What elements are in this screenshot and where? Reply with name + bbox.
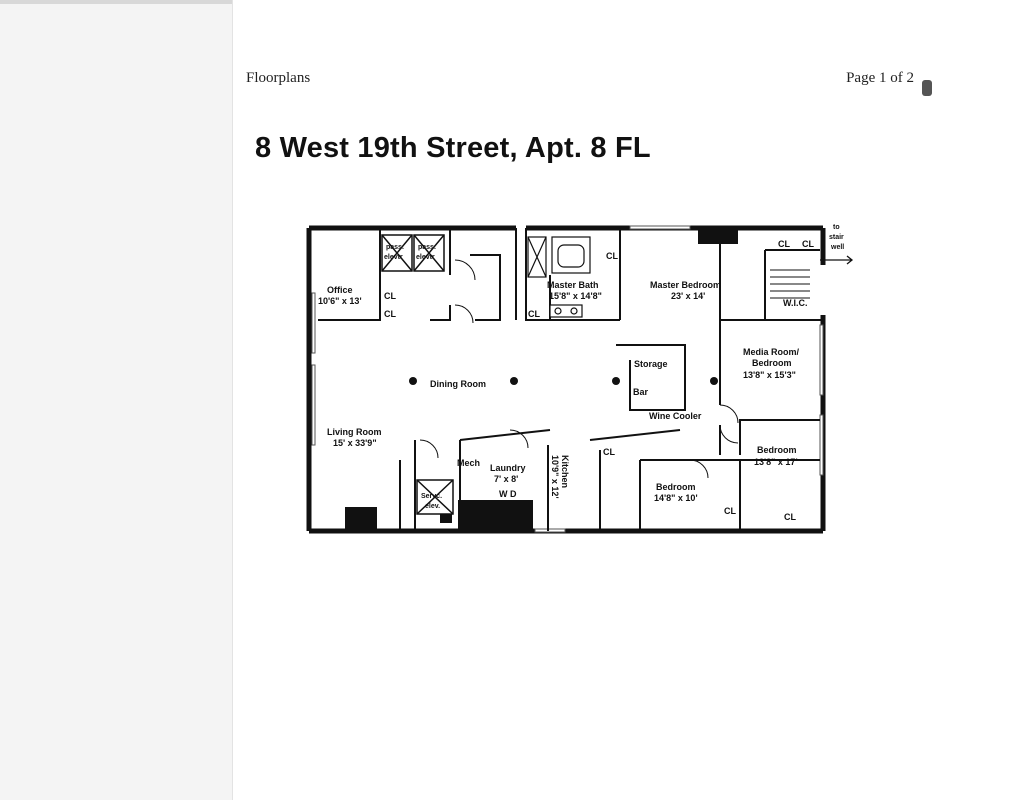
room-label-master-bath: Master Bath xyxy=(547,280,599,290)
floor-plan: Office 10'6" x 13' pass. elevtr pass. el… xyxy=(300,215,860,545)
header-section-label: Floorplans xyxy=(246,70,311,86)
room-label-media-room-2: Bedroom xyxy=(752,358,792,368)
closet-label-3: CL xyxy=(528,309,540,319)
stairs xyxy=(770,269,810,299)
stair-note-2: stair xyxy=(829,234,844,241)
room-label-storage: Storage xyxy=(634,359,668,369)
room-label-laundry: Laundry xyxy=(490,463,526,473)
room-size-living-room: 15' x 33'9" xyxy=(333,438,377,448)
closet-label-2: CL xyxy=(384,309,396,319)
scan-mark xyxy=(922,80,932,96)
scan-top-edge xyxy=(0,0,232,4)
pass-elevator-label-1b: elevtr xyxy=(384,254,403,261)
page-title: 8 West 19th Street, Apt. 8 FL xyxy=(255,132,651,164)
room-label-bedroom-center: Bedroom xyxy=(656,482,696,492)
room-size-office: 10'6" x 13' xyxy=(318,296,362,306)
closet-label-9: CL xyxy=(784,512,796,522)
room-label-master-bedroom: Master Bedroom xyxy=(650,280,721,290)
room-label-bedroom-right: Bedroom xyxy=(757,445,797,455)
pass-elevator-label-2b: elevtr xyxy=(416,254,435,261)
room-size-master-bedroom: 23' x 14' xyxy=(671,291,705,301)
room-label-office: Office xyxy=(327,285,353,295)
room-label-dining-room: Dining Room xyxy=(430,379,486,389)
closet-label-8: CL xyxy=(724,506,736,516)
room-label-media-room: Media Room/ xyxy=(743,347,800,357)
room-label-kitchen: Kitchen xyxy=(560,455,570,488)
closet-label-6: CL xyxy=(802,239,814,249)
room-label-bar: Bar xyxy=(633,387,649,397)
room-size-kitchen: 10'9" x 12' xyxy=(550,455,560,499)
room-label-service-elevator: Servc. xyxy=(421,493,442,500)
columns xyxy=(409,377,718,385)
room-label-mech: Mech xyxy=(457,458,480,468)
room-size-media-room: 13'8" x 15'3" xyxy=(743,370,796,380)
room-size-master-bath: 15'8" x 14'8" xyxy=(549,291,602,301)
master-bath-fixtures xyxy=(527,236,591,318)
washer-dryer-label: W D xyxy=(499,489,517,499)
room-label-service-elevator-2: elev. xyxy=(425,503,440,510)
passenger-elevators xyxy=(381,234,445,272)
stair-note-3: well xyxy=(830,244,844,251)
closet-label-7: CL xyxy=(603,447,615,457)
stair-arrow-icon xyxy=(820,255,854,265)
service-elevator xyxy=(416,479,454,515)
room-size-laundry: 7' x 8' xyxy=(494,474,518,484)
windows xyxy=(311,225,824,533)
room-size-bedroom-center: 14'8" x 10' xyxy=(654,493,698,503)
door-swings xyxy=(419,259,739,479)
pass-elevator-label-1: pass. xyxy=(386,244,404,251)
closet-label-1: CL xyxy=(384,291,396,301)
header-page-number: Page 1 of 2 xyxy=(846,70,914,86)
stair-note-1: to xyxy=(833,224,840,231)
room-label-living-room: Living Room xyxy=(327,427,382,437)
closet-label-5: CL xyxy=(778,239,790,249)
walk-in-closet-label: W.I.C. xyxy=(783,298,808,308)
closet-label-4: CL xyxy=(606,251,618,261)
floor-plan-drawing: Office 10'6" x 13' pass. elevtr pass. el… xyxy=(300,215,860,545)
room-size-bedroom-right: 13'8" x 17' xyxy=(754,457,798,467)
pass-elevator-label-2: pass. xyxy=(418,244,436,251)
scan-left-margin xyxy=(0,0,233,800)
room-label-wine-cooler: Wine Cooler xyxy=(649,411,702,421)
